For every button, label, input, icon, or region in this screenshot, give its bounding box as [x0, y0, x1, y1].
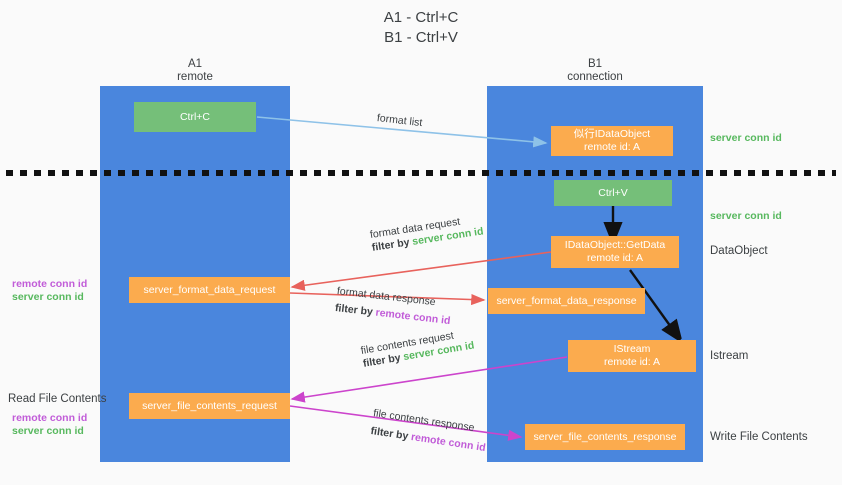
- node-ctrl-v[interactable]: Ctrl+V: [554, 180, 672, 206]
- node-server-format-data-request[interactable]: server_format_data_request: [129, 277, 290, 303]
- node-server-file-contents-response-label: server_file_contents_response: [533, 430, 677, 443]
- node-istream-line1: IStream: [613, 343, 651, 355]
- left-annotation-group-2: remote conn id server conn id: [12, 412, 87, 438]
- node-ctrl-c[interactable]: Ctrl+C: [134, 102, 256, 132]
- title-line-1: A1 - Ctrl+C: [383, 9, 459, 26]
- title-line-2: B1 - Ctrl+V: [384, 29, 458, 46]
- side-label-server-conn-id-top: server conn id: [710, 132, 782, 144]
- lane-a1-name: A1: [187, 58, 203, 70]
- node-ole-idataobject-line1: 似行IDataObject: [573, 128, 651, 140]
- edge-label-format-list: format list: [376, 112, 423, 130]
- side-label-server-conn-id-mid: server conn id: [710, 210, 782, 222]
- node-istream[interactable]: IStream remote id: A: [568, 340, 696, 372]
- edge-label-file-contents-request-group: file contents request filter by server c…: [360, 326, 476, 371]
- node-server-format-data-request-label: server_format_data_request: [143, 283, 276, 296]
- left-label-server-conn-id-2: server conn id: [12, 425, 84, 437]
- lane-b1-sub: connection: [567, 71, 623, 83]
- node-server-file-contents-request-label: server_file_contents_request: [142, 399, 277, 412]
- node-getdata-line2: remote id: A: [586, 252, 644, 264]
- left-label-server-conn-id-1: server conn id: [12, 291, 84, 303]
- left-label-remote-conn-id-1: remote conn id: [12, 278, 88, 290]
- side-label-istream: Istream: [710, 350, 749, 362]
- lane-header-a1: A1 remote: [100, 58, 290, 84]
- node-server-file-contents-request[interactable]: server_file_contents_request: [129, 393, 290, 419]
- filter-by-text-4: filter by: [369, 424, 412, 443]
- side-label-write-file-contents: Write File Contents: [710, 431, 808, 443]
- node-ctrl-c-label: Ctrl+C: [179, 110, 211, 123]
- node-idataobject-getdata[interactable]: IDataObject::GetData remote id: A: [551, 236, 679, 268]
- diagram-title: A1 - Ctrl+C B1 - Ctrl+V: [0, 8, 842, 48]
- side-label-dataobject: DataObject: [710, 245, 768, 257]
- node-server-file-contents-response[interactable]: server_file_contents_response: [525, 424, 685, 450]
- lane-a1-sub: remote: [177, 71, 213, 83]
- lane-header-b1: B1 connection: [487, 58, 703, 84]
- edge-label-format-data-response-group: format data response filter by remote co…: [334, 284, 453, 328]
- left-annotation-group-1: remote conn id server conn id: [12, 278, 87, 304]
- left-label-read-file-contents: Read File Contents: [8, 393, 107, 405]
- node-ole-idataobject-line2: remote id: A: [583, 141, 641, 153]
- edge-label-format-data-request-group: format data request filter by server con…: [369, 212, 484, 255]
- lane-b1-name: B1: [587, 58, 603, 70]
- edge-label-file-contents-response-group: file contents response filter by remote …: [370, 406, 490, 455]
- node-istream-line2: remote id: A: [603, 356, 661, 368]
- node-getdata-line1: IDataObject::GetData: [564, 239, 666, 251]
- filter-by-text-2: filter by: [334, 301, 377, 319]
- left-label-remote-conn-id-2: remote conn id: [12, 412, 88, 424]
- node-server-format-data-response-label: server_format_data_response: [496, 294, 637, 307]
- node-ctrl-v-label: Ctrl+V: [598, 186, 628, 199]
- node-server-format-data-response[interactable]: server_format_data_response: [488, 288, 645, 314]
- node-ole-idataobject[interactable]: 似行IDataObject remote id: A: [551, 126, 673, 156]
